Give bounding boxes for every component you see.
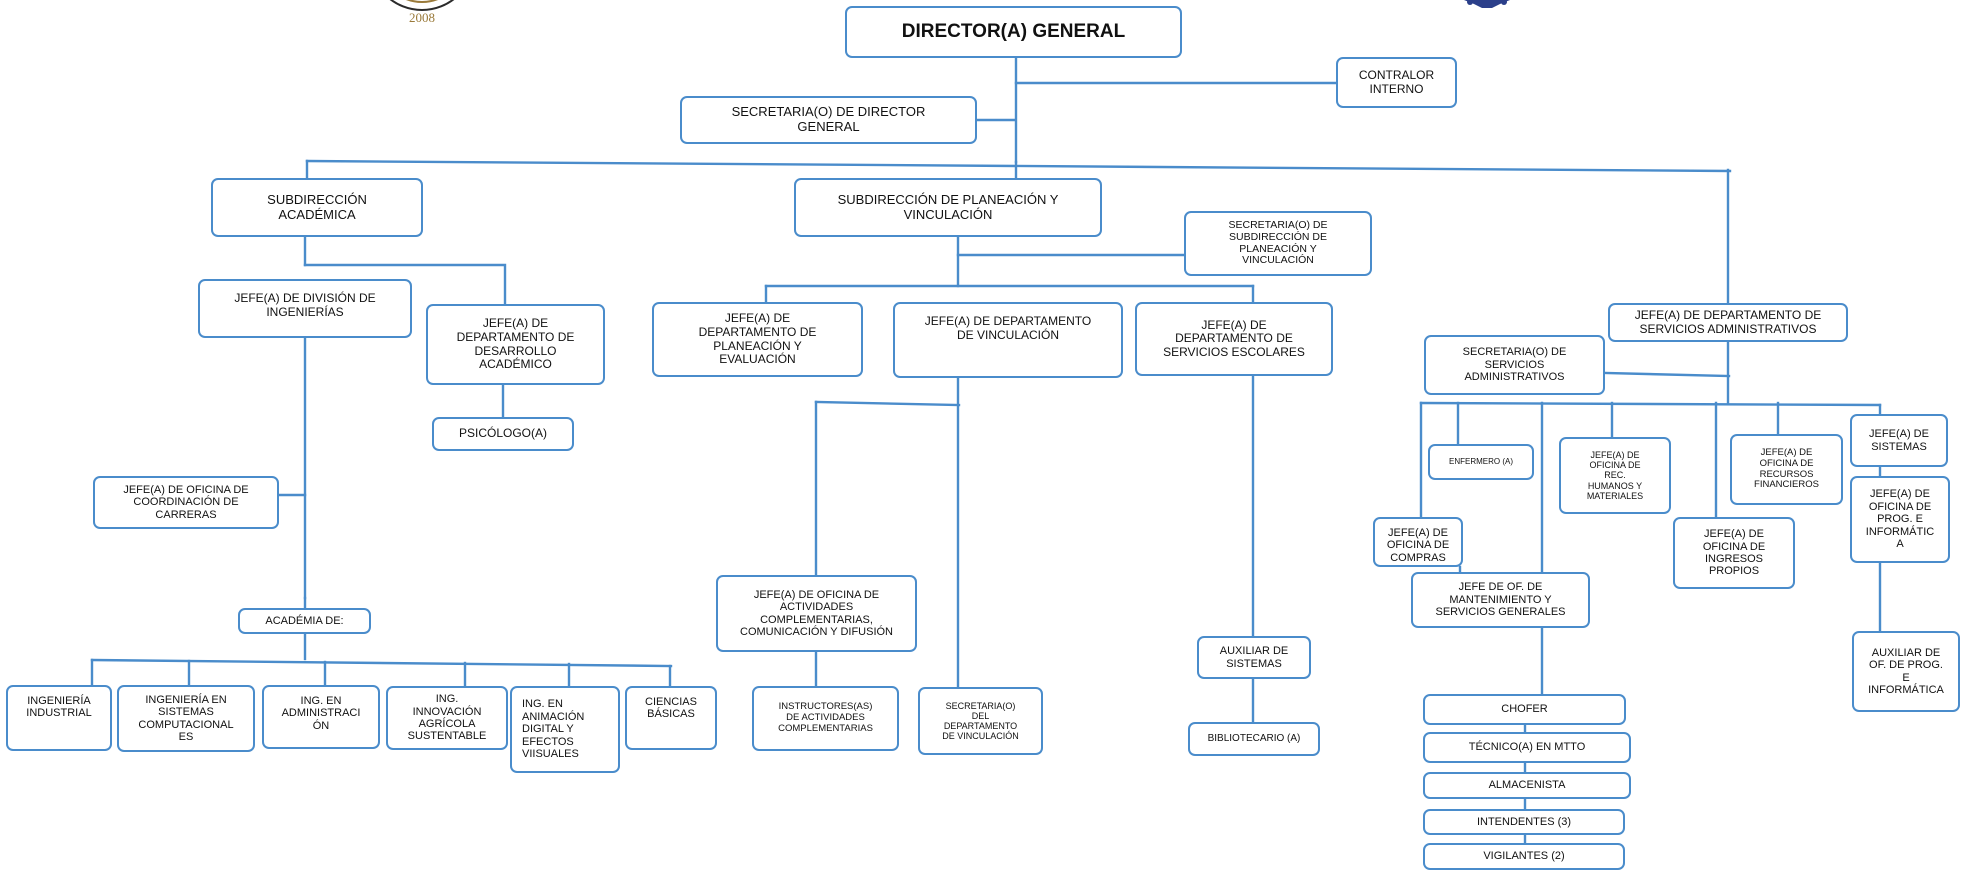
node-jefe-mantenimiento[interactable]: JEFE DE OF. DE MANTENIMIENTO Y SERVICIOS…: [1411, 572, 1590, 628]
node-contralor-interno[interactable]: CONTRALOR INTERNO: [1336, 57, 1457, 108]
node-auxiliar-sistemas-escolares[interactable]: AUXILIAR DE SISTEMAS: [1197, 636, 1311, 679]
node-secretaria-vinculacion[interactable]: SECRETARIA(O) DEL DEPARTAMENTO DE VINCUL…: [918, 687, 1043, 755]
node-jefe-rec-humanos[interactable]: JEFE(A) DE OFICINA DE REC. HUMANOS Y MAT…: [1559, 437, 1671, 514]
node-jefe-recursos-financieros[interactable]: JEFE(A) DE OFICINA DE RECURSOS FINANCIER…: [1730, 434, 1843, 505]
node-ing-sistemas[interactable]: INGENIERÍA EN SISTEMAS COMPUTACIONAL ES: [117, 685, 255, 752]
node-jefe-desarrollo-academico[interactable]: JEFE(A) DE DEPARTAMENTO DE DESARROLLO AC…: [426, 304, 605, 385]
node-jefe-vinculacion[interactable]: JEFE(A) DE DEPARTAMENTO DE VINCULACIÓN: [893, 302, 1123, 378]
node-director-general[interactable]: DIRECTOR(A) GENERAL: [845, 6, 1182, 58]
node-auxiliar-prog-informatica[interactable]: AUXILIAR DE OF. DE PROG. E INFORMÁTICA: [1852, 631, 1960, 712]
institution-seal-logo: 2008: [389, 0, 455, 25]
node-secretaria-director-general[interactable]: SECRETARIA(O) DE DIRECTOR GENERAL: [680, 96, 977, 144]
node-secretaria-subdireccion-planeacion[interactable]: SECRETARIA(O) DE SUBDIRECCIÓN DE PLANEAC…: [1184, 211, 1372, 276]
node-jefe-prog-informatica[interactable]: JEFE(A) DE OFICINA DE PROG. E INFORMÁTIC…: [1850, 476, 1950, 563]
node-jefe-servicios-administrativos[interactable]: JEFE(A) DE DEPARTAMENTO DE SERVICIOS ADM…: [1608, 303, 1848, 342]
gear-emblem-logo: [1464, 0, 1510, 8]
node-ciencias-basicas[interactable]: CIENCIAS BÁSICAS: [625, 686, 717, 750]
node-jefe-servicios-escolares[interactable]: JEFE(A) DE DEPARTAMENTO DE SERVICIOS ESC…: [1135, 302, 1333, 376]
seal-year-text: 2008: [409, 10, 435, 25]
node-ing-animacion[interactable]: ING. EN ANIMACIÓN DIGITAL Y EFECTOS VIIS…: [510, 686, 620, 773]
node-psicologo[interactable]: PSICÓLOGO(A): [432, 417, 574, 451]
node-secretaria-servicios-administrativos[interactable]: SECRETARIA(O) DE SERVICIOS ADMINISTRATIV…: [1424, 335, 1605, 395]
node-jefe-ingresos-propios[interactable]: JEFE(A) DE OFICINA DE INGRESOS PROPIOS: [1673, 517, 1795, 589]
node-academia-de[interactable]: ACADÉMIA DE:: [238, 608, 371, 634]
node-instructores[interactable]: INSTRUCTORES(AS) DE ACTIVIDADES COMPLEME…: [752, 686, 899, 751]
node-enfermero[interactable]: ENFERMERO (A): [1428, 444, 1534, 480]
node-chofer[interactable]: CHOFER: [1423, 694, 1626, 725]
node-ing-administracion[interactable]: ING. EN ADMINISTRACI ÓN: [262, 685, 380, 749]
node-jefe-division-ingenierias[interactable]: JEFE(A) DE DIVISIÓN DE INGENIERÍAS: [198, 279, 412, 338]
node-jefe-planeacion-evaluacion[interactable]: JEFE(A) DE DEPARTAMENTO DE PLANEACIÓN Y …: [652, 302, 863, 377]
node-bibliotecario[interactable]: BIBLIOTECARIO (A): [1188, 722, 1320, 756]
node-intendentes[interactable]: INTENDENTES (3): [1423, 809, 1625, 835]
node-vigilantes[interactable]: VIGILANTES (2): [1423, 843, 1625, 870]
node-ing-industrial[interactable]: INGENIERÍA INDUSTRIAL: [6, 685, 112, 751]
node-jefe-sistemas[interactable]: JEFE(A) DE SISTEMAS: [1850, 414, 1948, 467]
node-tecnico-mtto[interactable]: TÉCNICO(A) EN MTTO: [1423, 732, 1631, 763]
node-jefe-actividades-complementarias[interactable]: JEFE(A) DE OFICINA DE ACTIVIDADES COMPLE…: [716, 575, 917, 652]
node-subdireccion-planeacion[interactable]: SUBDIRECCIÓN DE PLANEACIÓN Y VINCULACIÓN: [794, 178, 1102, 237]
node-jefe-compras[interactable]: JEFE(A) DE OFICINA DE COMPRAS: [1373, 517, 1463, 567]
node-ing-innovacion[interactable]: ING. INNOVACIÓN AGRÍCOLA SUSTENTABLE: [386, 686, 508, 750]
node-almacenista[interactable]: ALMACENISTA: [1423, 772, 1631, 799]
node-jefe-coordinacion-carreras[interactable]: JEFE(A) DE OFICINA DE COORDINACIÓN DE CA…: [93, 476, 279, 529]
node-subdireccion-academica[interactable]: SUBDIRECCIÓN ACADÉMICA: [211, 178, 423, 237]
